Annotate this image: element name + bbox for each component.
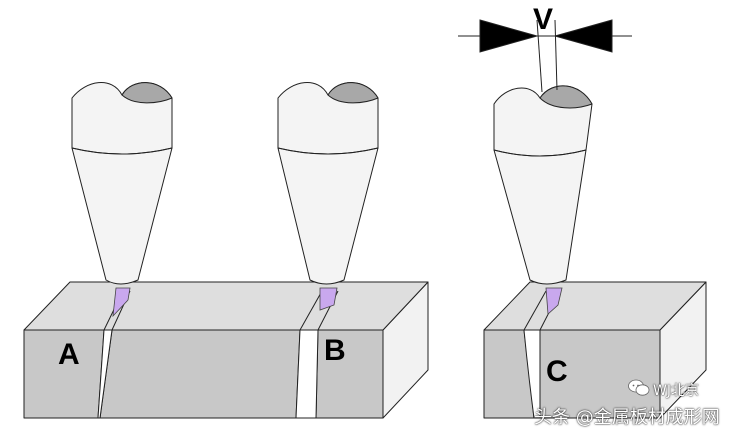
label-a: A bbox=[58, 338, 80, 371]
v-extension-left bbox=[536, 19, 543, 93]
workpiece-right bbox=[483, 281, 707, 419]
kerf-a bbox=[97, 329, 113, 419]
v-arrow-right bbox=[553, 19, 613, 53]
nozzle-c-cap bbox=[539, 85, 593, 109]
kerf-c bbox=[523, 329, 541, 419]
water-jets bbox=[112, 287, 563, 318]
workpiece-left-top-face bbox=[23, 281, 429, 331]
water-jet-b bbox=[319, 287, 338, 311]
kerf-b-top-groove bbox=[299, 290, 323, 331]
label-c: C bbox=[546, 355, 568, 388]
water-jet-c bbox=[545, 287, 563, 315]
water-jet-a bbox=[112, 287, 131, 318]
nozzle-a-seam bbox=[71, 147, 173, 155]
label-b: B bbox=[324, 334, 346, 367]
kerf-c-top-groove bbox=[523, 290, 547, 331]
chat-bubbles-icon bbox=[628, 379, 650, 396]
v-dimension bbox=[458, 19, 632, 93]
nozzle-a bbox=[71, 82, 173, 285]
watermark-credit: 头条 @金属板材成形网 bbox=[534, 407, 720, 428]
label-v: V bbox=[533, 3, 553, 36]
nozzle-c bbox=[493, 85, 593, 285]
nozzle-a-tip bbox=[71, 147, 173, 285]
nozzle-b bbox=[277, 82, 379, 285]
nozzle-b-cap bbox=[327, 82, 379, 104]
nozzle-c-seam bbox=[493, 149, 587, 157]
v-arrow-left bbox=[479, 19, 539, 53]
nozzle-b-seam bbox=[277, 147, 379, 155]
nozzle-a-cap bbox=[121, 82, 173, 104]
watermark-name: WJ北京 bbox=[653, 383, 699, 399]
v-extension-right bbox=[554, 19, 558, 91]
nozzle-c-tip bbox=[493, 149, 587, 285]
workpiece-left bbox=[23, 281, 429, 419]
workpiece-left-front-segment-2 bbox=[99, 329, 301, 419]
nozzle-b-tip bbox=[277, 147, 379, 285]
kerf-b bbox=[295, 329, 319, 419]
